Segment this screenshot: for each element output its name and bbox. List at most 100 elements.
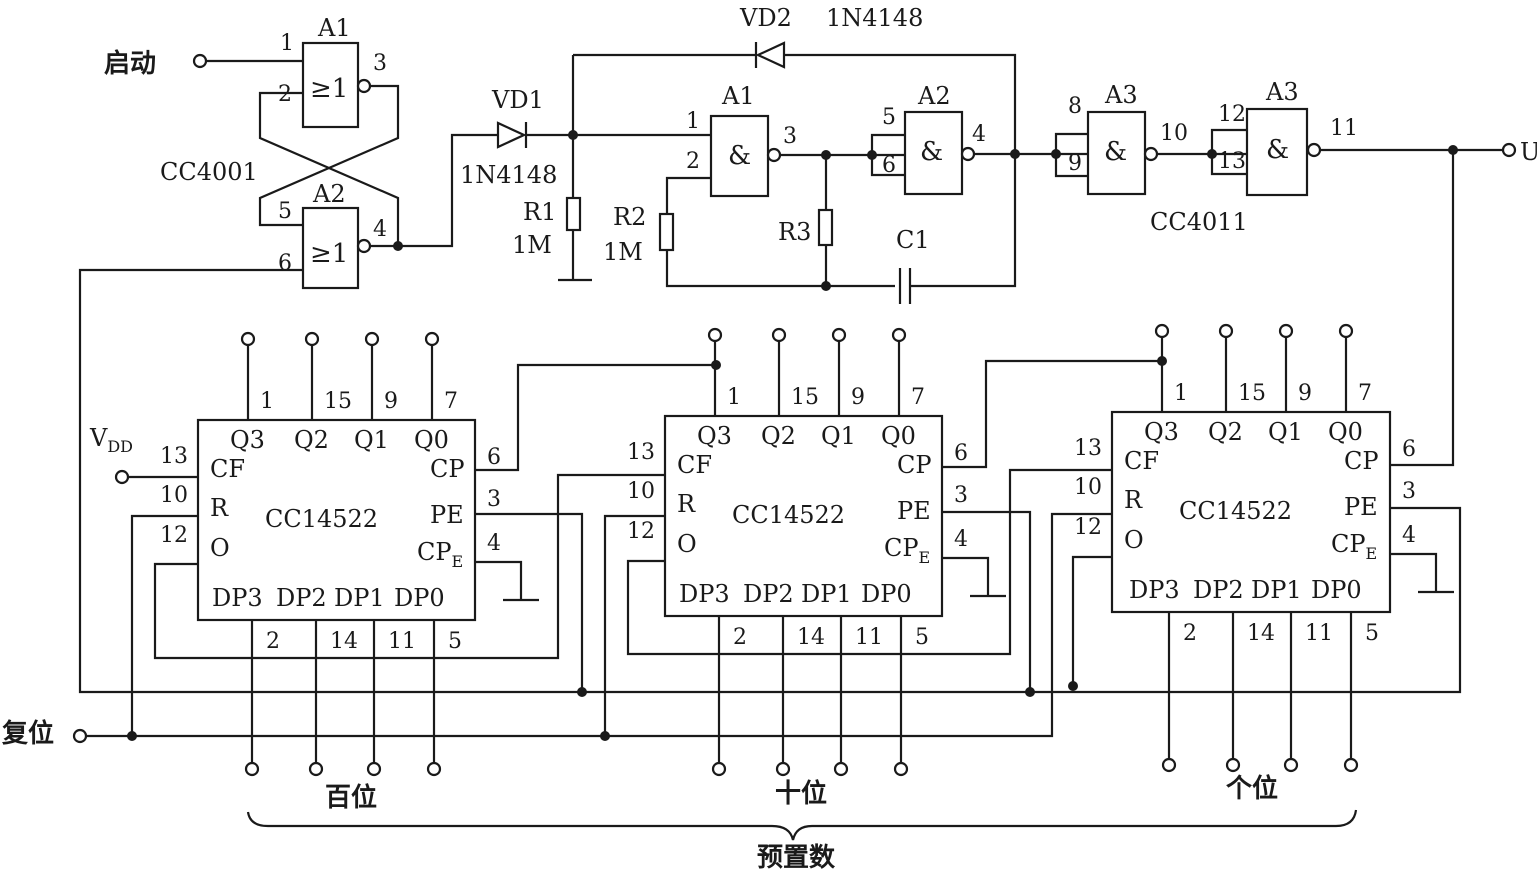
c1-label: C1 bbox=[896, 226, 930, 254]
bottom-pin-number: 11 bbox=[1305, 621, 1333, 646]
dp-input-label: DP2 bbox=[743, 580, 794, 608]
q3-output-terminal[interactable] bbox=[240, 331, 256, 347]
q-output-label: Q0 bbox=[414, 426, 449, 454]
dp1-preset-terminal[interactable] bbox=[366, 761, 382, 777]
right-pin-number: 4 bbox=[1402, 523, 1416, 548]
top-pin-number: 1 bbox=[260, 389, 274, 414]
chip-label: CC14522 bbox=[732, 501, 845, 529]
nand-a3a-pin-in1: 8 bbox=[1068, 94, 1082, 119]
cp-label: CP bbox=[430, 455, 465, 483]
nand-a3a-label: A3 bbox=[1104, 81, 1138, 109]
preset-labels: 百位 十位 个位 预置数 bbox=[246, 773, 1358, 871]
start-terminal[interactable] bbox=[192, 53, 208, 69]
q3-output-terminal[interactable] bbox=[707, 327, 723, 343]
left-pin-number: 10 bbox=[1074, 475, 1102, 500]
nor-a2-label: A2 bbox=[312, 180, 346, 208]
q-output-label: Q2 bbox=[1208, 418, 1243, 446]
r1-label: R1 bbox=[523, 198, 556, 226]
dp3-preset-terminal[interactable] bbox=[244, 761, 260, 777]
left-pin-number: 13 bbox=[160, 444, 188, 469]
q0-output-terminal[interactable] bbox=[1338, 323, 1354, 339]
reset-terminal[interactable] bbox=[72, 728, 88, 744]
dp2-preset-terminal[interactable] bbox=[308, 761, 324, 777]
dp1-preset-terminal[interactable] bbox=[833, 761, 849, 777]
q0-output-terminal[interactable] bbox=[891, 327, 907, 343]
vdd-input: VDD bbox=[89, 424, 198, 485]
nor-a1-inverter-bubble bbox=[356, 78, 372, 94]
q-output-label: Q0 bbox=[881, 422, 916, 450]
bottom-pin-number: 14 bbox=[330, 629, 358, 654]
nand-a2-inverter-bubble bbox=[960, 146, 976, 162]
dp-input-label: DP3 bbox=[212, 584, 263, 612]
pe-label: PE bbox=[897, 497, 931, 525]
left-input-label: CF bbox=[677, 451, 712, 479]
nor-a1-pin-out: 3 bbox=[373, 51, 387, 76]
top-pin-number: 9 bbox=[851, 385, 865, 410]
nand-a2-pin-in1: 5 bbox=[882, 105, 896, 130]
vdd-terminal[interactable] bbox=[114, 469, 130, 485]
dp2-preset-terminal[interactable] bbox=[1225, 757, 1241, 773]
q2-output-terminal[interactable] bbox=[771, 327, 787, 343]
q3-output-terminal[interactable] bbox=[1154, 323, 1170, 339]
q1-output-terminal[interactable] bbox=[1278, 323, 1294, 339]
nand-chip-label: CC4011 bbox=[1150, 208, 1248, 236]
dp3-preset-terminal[interactable] bbox=[1161, 757, 1177, 773]
top-pin-number: 15 bbox=[791, 385, 819, 410]
nand-a3a-symbol: & bbox=[1104, 137, 1127, 167]
left-pin-number: 10 bbox=[160, 483, 188, 508]
dp-input-label: DP3 bbox=[1129, 576, 1180, 604]
left-pin-number: 13 bbox=[1074, 436, 1102, 461]
q1-output-terminal[interactable] bbox=[831, 327, 847, 343]
left-pin-number: 12 bbox=[1074, 515, 1102, 540]
nor-a2-pin-in1: 5 bbox=[278, 199, 292, 224]
dp3-preset-terminal[interactable] bbox=[711, 761, 727, 777]
q-output-label: Q2 bbox=[761, 422, 796, 450]
pe-label: PE bbox=[430, 501, 464, 529]
bottom-pin-number: 14 bbox=[797, 625, 825, 650]
vd1-label: VD1 bbox=[491, 86, 544, 114]
tens-label: 十位 bbox=[775, 778, 827, 809]
dp0-preset-terminal[interactable] bbox=[1343, 757, 1359, 773]
nand-a1-pin-in1: 1 bbox=[686, 109, 700, 134]
diode-vd2 bbox=[755, 41, 786, 69]
dp0-preset-terminal[interactable] bbox=[426, 761, 442, 777]
counter-hundreds: CC145221Q315Q29Q17Q0CF13R10O12CPPECPE634… bbox=[160, 331, 539, 777]
dp1-preset-terminal[interactable] bbox=[1283, 757, 1299, 773]
bottom-pin-number: 5 bbox=[1365, 621, 1379, 646]
nand-gate-a1 bbox=[709, 114, 770, 198]
q0-output-terminal[interactable] bbox=[424, 331, 440, 347]
right-pin-number: 4 bbox=[954, 527, 968, 552]
dp-input-label: DP3 bbox=[679, 580, 730, 608]
right-pin-number: 6 bbox=[487, 445, 501, 470]
chip-label: CC14522 bbox=[265, 505, 378, 533]
nor-a1-label: A1 bbox=[317, 14, 351, 42]
output-terminal[interactable] bbox=[1501, 142, 1517, 158]
counter-units: CC145221Q315Q29Q17Q0CF13R10O12CPPECPE634… bbox=[1074, 323, 1454, 773]
bottom-pin-number: 2 bbox=[266, 629, 280, 654]
top-pin-number: 9 bbox=[384, 389, 398, 414]
q-output-label: Q3 bbox=[230, 426, 265, 454]
right-pin-number: 3 bbox=[487, 487, 501, 512]
q1-output-terminal[interactable] bbox=[364, 331, 380, 347]
left-pin-number: 10 bbox=[627, 479, 655, 504]
units-label: 个位 bbox=[1226, 773, 1278, 804]
nand-a2-pin-out: 4 bbox=[972, 122, 986, 147]
dp-input-label: DP0 bbox=[1311, 576, 1362, 604]
nor-chip-label: CC4001 bbox=[160, 158, 258, 186]
dp-input-label: DP1 bbox=[334, 584, 385, 612]
bottom-pin-number: 2 bbox=[1183, 621, 1197, 646]
nor-a2-symbol: ≥1 bbox=[310, 239, 348, 269]
nand-a2-label: A2 bbox=[917, 82, 951, 110]
nand-a1-symbol: & bbox=[728, 141, 751, 171]
q2-output-terminal[interactable] bbox=[1218, 323, 1234, 339]
q-output-label: Q2 bbox=[294, 426, 329, 454]
q2-output-terminal[interactable] bbox=[304, 331, 320, 347]
dp2-preset-terminal[interactable] bbox=[775, 761, 791, 777]
nand-a3b-pin-in2: 13 bbox=[1218, 149, 1246, 174]
top-pin-number: 15 bbox=[1238, 381, 1266, 406]
dp0-preset-terminal[interactable] bbox=[893, 761, 909, 777]
top-pin-number: 1 bbox=[727, 385, 741, 410]
resistor-r3 bbox=[817, 208, 834, 247]
bottom-pin-number: 11 bbox=[388, 629, 416, 654]
nand-a1-inverter-bubble bbox=[766, 147, 782, 163]
